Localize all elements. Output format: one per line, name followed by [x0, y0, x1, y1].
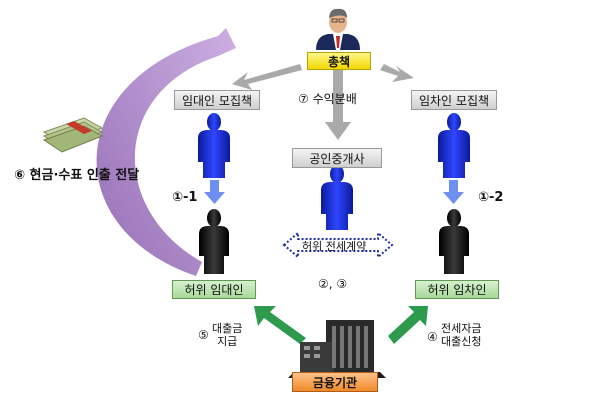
fake-lessor-box: 허위 임대인	[172, 280, 256, 299]
bank-building-icon	[288, 320, 386, 378]
fake-contract-label: 허위 전세계약	[302, 240, 367, 253]
purple-cash-arrow	[96, 28, 236, 276]
broker-label: 공인중개사	[309, 151, 365, 166]
fake-lessee-figure	[439, 209, 469, 274]
step-5-number: ⑤	[198, 328, 209, 342]
money-stack-icon	[42, 117, 104, 153]
lessor-recruiter-box: 임대인 모집책	[174, 90, 260, 110]
fake-lessee-label: 허위 임차인	[427, 283, 487, 297]
step-4-number: ④	[427, 330, 438, 344]
broker-figure	[321, 165, 353, 230]
step-1-2-label: ①-2	[478, 190, 504, 205]
fake-lessor-figure	[199, 209, 229, 274]
green-arrow-loan-apply	[388, 306, 428, 344]
lessee-recruiter-box: 임차인 모집책	[411, 90, 497, 110]
blue-arrow-left	[204, 180, 225, 204]
grey-arrow-to-broker	[325, 66, 351, 140]
cash-transfer-label: ⑥ 현금·수표 인출 전달	[14, 168, 140, 183]
loan-payout-label: 대출금 지급	[212, 322, 243, 348]
lessor-recruiter-figure	[198, 113, 230, 178]
bank-label: 금융기관	[312, 375, 358, 390]
chief-label: 총책	[327, 54, 351, 69]
fake-lessor-label: 허위 임대인	[184, 283, 244, 297]
chief-box: 총책	[307, 52, 371, 70]
blue-arrow-right	[443, 180, 464, 204]
step-1-1-label: ①-1	[172, 190, 198, 205]
broker-box: 공인중개사	[292, 148, 382, 168]
grey-arrow-to-lessee-recruiter	[380, 64, 414, 82]
chief-portrait	[316, 8, 360, 50]
lessor-recruiter-label: 임대인 모집책	[181, 93, 253, 108]
fake-contract-arrow	[282, 230, 394, 260]
lessee-recruiter-label: 임차인 모집책	[418, 93, 490, 108]
profit-share-label: ⑦ 수익분배	[298, 92, 357, 106]
green-arrow-loan-payout	[254, 306, 306, 344]
fake-lessee-box: 허위 임차인	[415, 280, 499, 299]
grey-arrow-to-lessor-recruiter	[232, 64, 302, 90]
steps-2-3-label: ②, ③	[318, 277, 348, 291]
loan-apply-label: 전세자금 대출신청	[441, 322, 482, 348]
bank-box: 금융기관	[292, 372, 378, 392]
lessee-recruiter-figure	[438, 113, 470, 178]
